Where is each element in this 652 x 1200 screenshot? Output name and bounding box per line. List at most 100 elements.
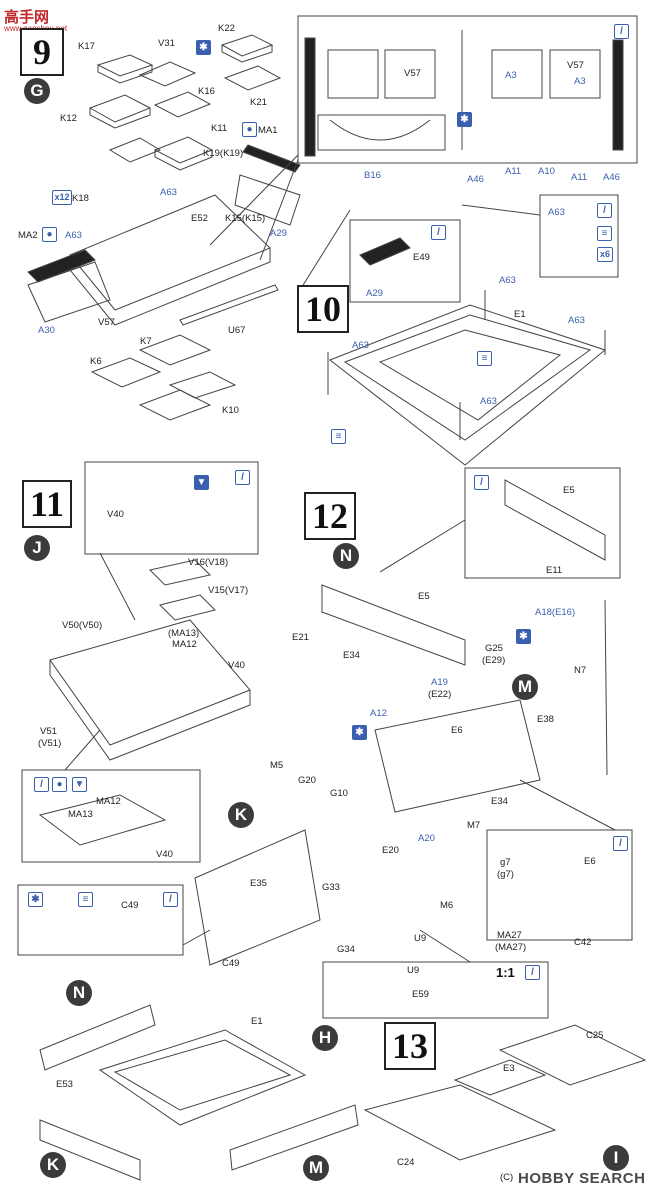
label-e35: E35 [250,878,267,889]
part-a30-drawing [27,261,111,323]
brush-icon: / [613,836,628,851]
label-k21: K21 [250,97,267,108]
hatch-pipe [317,114,446,151]
label-c49: C49 [121,900,139,911]
decal-icon: ≡ [78,892,93,907]
brush-icon: / [474,475,489,490]
section-marker-m-lower: M [303,1155,329,1181]
hatch-b [384,49,436,99]
n-side-plate-drawing [39,1004,156,1071]
a29-mesh-small [359,237,411,266]
label-a46: A46 [467,174,484,185]
label-ma2: MA2 [18,230,38,241]
label-u67: U67 [228,325,246,336]
section-marker-m: M [512,674,538,700]
label-a46: A46 [603,172,620,183]
e1-frame-drawing [329,304,607,466]
decal-icon: ≡ [477,351,492,366]
glue-icon: ✱ [457,112,472,127]
label-e11: E11 [546,565,563,576]
glue-icon: ✱ [516,629,531,644]
label-b16: B16 [364,170,381,181]
left-hatch-mesh [304,37,316,157]
label-a19: A19 [431,677,448,688]
label-n7: N7 [574,665,587,676]
label-ma27: (MA27) [495,942,527,953]
step-9-number: 9 [20,28,64,76]
part-k10-drawing [138,371,237,421]
part-k18-drawing [108,137,162,163]
callout-step10-mesh [349,219,461,303]
label-e6: E6 [584,856,596,867]
label-k12: K12 [60,113,77,124]
label-a11: A11 [571,172,588,183]
step-11-number: 11 [22,480,72,528]
callout-step12-e5 [464,467,621,579]
label-ma13: (MA13) [168,628,200,639]
label-e38: E38 [537,714,554,725]
paint-drop-icon: ● [52,777,67,792]
step11-callout-leader [99,552,136,621]
e5-detail-drawing [504,479,606,561]
label-a63: A63 [548,207,565,218]
step12-callout-leader [379,519,466,573]
callout-step11-detail [84,461,259,555]
label-g7: (g7) [497,869,514,880]
label-a3: A3 [505,70,517,81]
label-e1: E1 [251,1016,263,1027]
label-v40: V40 [228,660,245,671]
site-logo: 高手网 [4,9,50,26]
section-marker-j: J [24,535,50,561]
section-marker-g: G [24,78,50,104]
label-k22: K22 [218,23,235,34]
section-marker-i: I [603,1145,629,1171]
multiplier-x12-icon: x12 [52,190,72,205]
e1-inner-opening [378,329,562,421]
scale-label: 1:1 [496,965,515,980]
label-ma12: MA12 [172,639,197,650]
label-v57: V57 [404,68,421,79]
label-a18: A18(E16) [535,607,576,618]
label-v31: V31 [158,38,175,49]
brush-icon: / [34,777,49,792]
label-a63: A63 [568,315,585,326]
v16-v15-drawing [149,559,216,621]
label-a63: A63 [65,230,82,241]
label-v40: V40 [156,849,173,860]
label-v15: V15(V17) [208,585,249,596]
label-v57: V57 [98,317,115,328]
callout-step9-hatches [297,15,638,164]
label-v16: V16(V18) [188,557,229,568]
part-k16-drawing [153,91,212,118]
label-k6: K6 [90,356,102,367]
ma-mesh-detail [38,794,167,846]
step-12-number: 12 [304,492,356,540]
e6-plate-drawing [374,699,541,813]
label-u9: U9 [414,933,427,944]
label-g33: G33 [322,882,340,893]
part-ma2-mesh-drawing [27,249,96,283]
label-u9: U9 [407,965,420,976]
watermark-brand: HOBBY SEARCH [518,1170,646,1187]
label-k16: K16 [198,86,215,97]
paint-drop-icon: ● [42,227,57,242]
brush-icon: / [235,470,250,485]
label-v57: V57 [567,60,584,71]
watermark-copyright: (C) [500,1172,514,1183]
glue-icon: ✱ [28,892,43,907]
label-a63: A63 [160,187,177,198]
label-g25: G25 [485,643,503,654]
right-hatch-mesh [612,39,624,151]
step10-callout-leader [299,204,541,291]
label-a11: A11 [505,166,522,177]
part-k11-drawing [153,136,214,171]
c25-plate-drawing [498,1024,647,1086]
part-u67-drawing [179,284,279,326]
u9-callout-leader [419,929,471,963]
label-ma27: MA27 [497,930,522,941]
part-k12-drawing [88,94,152,129]
section-marker-k-lower: K [40,1152,66,1178]
step12-e6-leader [519,779,616,831]
decal-icon: ≡ [331,429,346,444]
c24-floor-drawing [363,1084,557,1161]
